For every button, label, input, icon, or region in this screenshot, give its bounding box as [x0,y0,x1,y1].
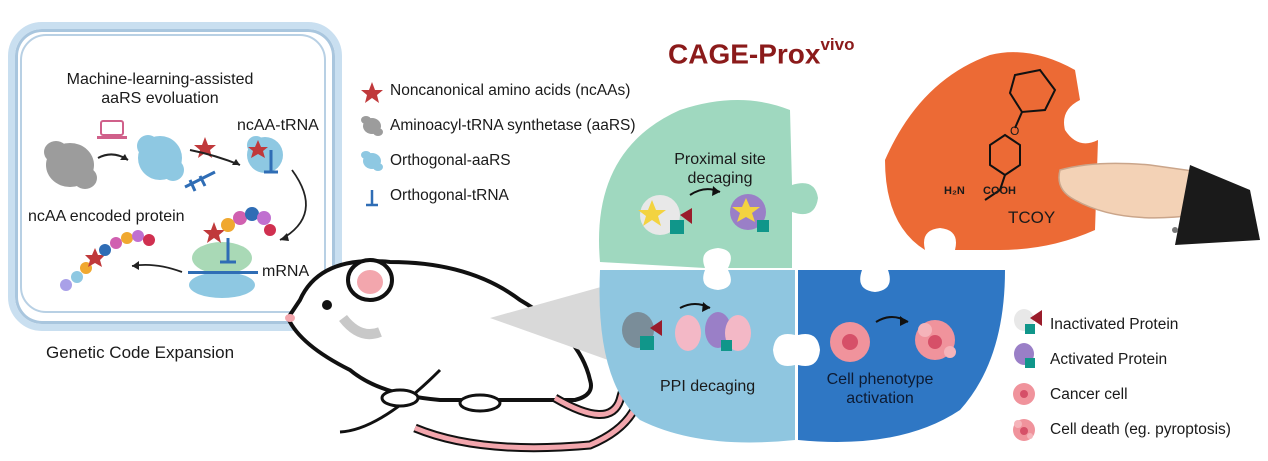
phenotype-label-line2: activation [846,390,914,407]
title-main: CAGE-Prox [668,38,821,70]
laptop-icon [97,120,127,139]
diagram-title: CAGE-Proxvivo [668,35,855,70]
ribosome-icon [188,222,258,298]
legend-top-item: Noncanonical amino acids (ncAAs) [390,82,631,99]
legend-trna-icon [366,190,378,207]
legend-blue-blob-icon [361,151,383,171]
legend-cell-death-icon [1013,419,1035,441]
proximal-label-line1: Proximal site [674,151,766,168]
ml-label: Machine-learning-assisted aaRS evoluatio… [40,70,280,108]
legend-gray-blob-icon [361,116,383,136]
legend-activated-protein-icon [1014,343,1035,368]
puzzle-piece-ppi [599,270,795,443]
legend-top-item: Orthogonal-tRNA [390,187,509,204]
legend-bottom-item: Cancer cell [1050,386,1128,403]
legend-inactivated-protein-icon [1014,309,1042,334]
ml-label-line2: aaRS evoluation [101,90,219,107]
cell-membrane-inner [20,34,326,313]
chem-amine-label: H₂N [944,185,965,197]
phenotype-label-line1: Cell phenotype [826,371,934,388]
arrow-icon [131,263,183,273]
proximal-label: Proximal site decaging [660,150,780,188]
phenotype-label: Cell phenotype activation [815,370,945,408]
legend-cancer-cell-icon [1013,383,1035,405]
aars-gray-blob-icon [44,141,97,189]
cancer-to-death-icon [830,316,956,362]
arrow-icon [279,169,307,241]
ppi-label: PPI decaging [660,378,756,395]
legend-top: Noncanonical amino acids (ncAAs) Aminoac… [390,82,636,222]
projection-wedge [490,285,608,360]
legend-star-icon [361,82,383,103]
mouse-illustration-icon [285,258,646,453]
trna-icon [184,170,216,192]
gce-caption: Genetic Code Expansion [46,343,235,362]
mrna-label: mRNA [262,263,310,280]
hand-icon [1058,162,1260,245]
legend-bottom-item: Cell death (eg. pyroptosis) [1050,421,1231,438]
encoded-protein-label: ncAA encoded protein [28,208,185,225]
legend-bottom-item: Inactivated Protein [1050,316,1179,333]
ncaa-trna-label: ncAA-tRNA [237,117,319,134]
ml-label-line1: Machine-learning-assisted [66,71,254,88]
chem-carboxyl-label: COOH [983,185,1016,197]
ppi-decaging-icon [622,302,751,351]
chem-oxygen-label: O [1010,124,1020,138]
proximal-label-line2: decaging [687,170,753,187]
legend-bottom-item: Activated Protein [1050,351,1168,368]
puzzle-piece-tcoy [885,52,1098,251]
puzzle-piece-phenotype [798,270,1005,442]
arrow-icon [189,149,241,166]
tcoy-label: TCOY [1008,208,1056,227]
legend-top-item: Aminoacyl-tRNA synthetase (aaRS) [390,117,636,134]
legend-top-item: Orthogonal-aaRS [390,152,511,169]
legend-bottom: Inactivated Protein Activated Protein Ca… [1050,316,1231,456]
tcoy-structure-icon [984,68,1057,201]
orthogonal-aars-blob-icon [137,135,184,181]
peptide-chain-icon [221,207,276,236]
title-superscript: vivo [820,35,855,54]
proximal-decaging-icon [638,186,769,235]
encoded-protein-chain-icon [60,230,155,291]
ncaa-trna-complex-icon [247,136,283,174]
